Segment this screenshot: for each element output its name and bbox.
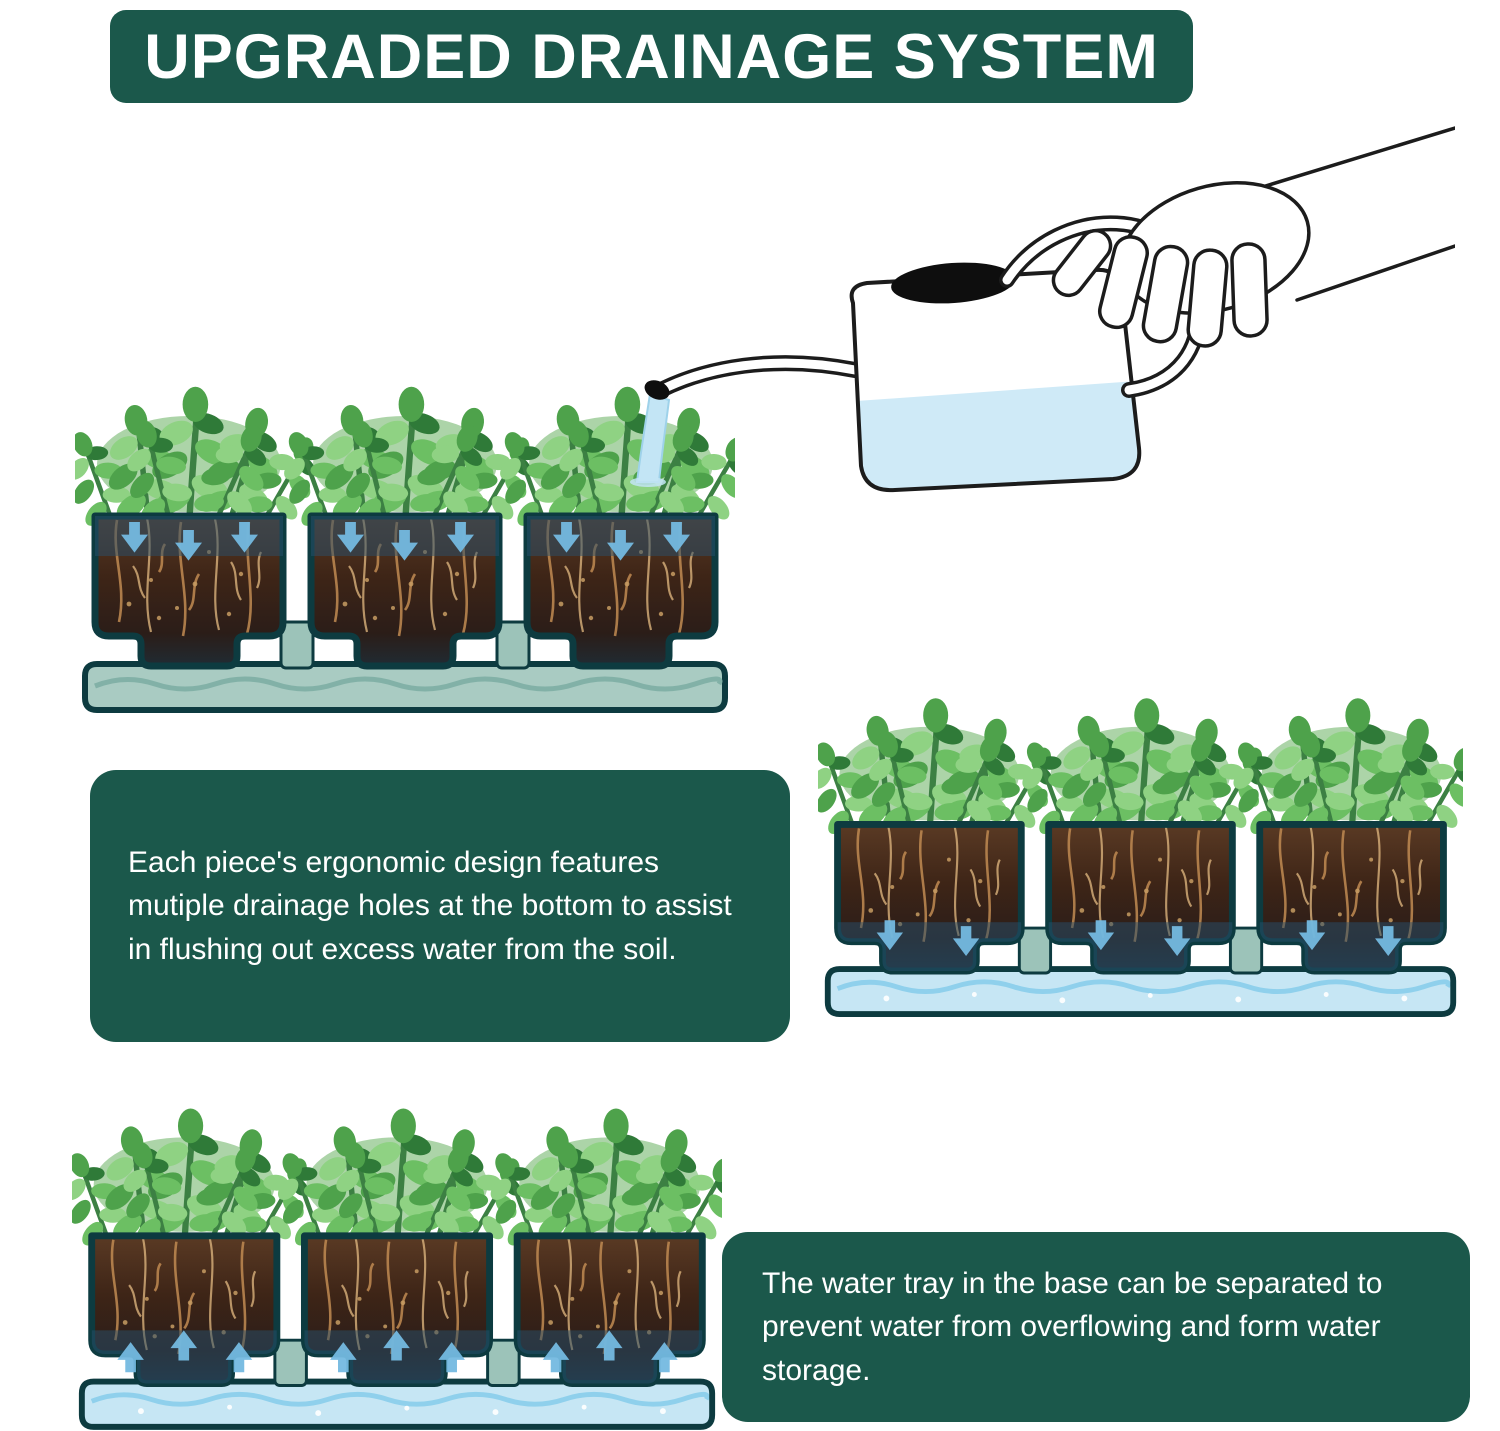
- callout-water-tray: The water tray in the base can be separa…: [722, 1232, 1470, 1422]
- title-banner: UPGRADED DRAINAGE SYSTEM: [110, 10, 1193, 103]
- page-title: UPGRADED DRAINAGE SYSTEM: [144, 21, 1159, 92]
- planter-plants-soil-tray: [818, 698, 1463, 1014]
- planter-plants-soil-tray: [75, 387, 735, 710]
- planter-cross-section-bottom: [72, 1078, 722, 1431]
- watering-can-icon: [644, 215, 1207, 493]
- planter-plants-soil-tray: [72, 1109, 722, 1427]
- water-stream-icon: [630, 392, 671, 487]
- planter-cross-section-middle: [818, 668, 1463, 1020]
- planter-cross-section-top: [75, 356, 735, 716]
- hand-icon: [1051, 124, 1455, 348]
- callout-water-tray-text: The water tray in the base can be separa…: [762, 1266, 1383, 1387]
- callout-drainage-holes: Each piece's ergonomic design features m…: [90, 770, 790, 1042]
- callout-drainage-holes-text: Each piece's ergonomic design features m…: [128, 845, 732, 966]
- watering-illustration: [630, 124, 1455, 493]
